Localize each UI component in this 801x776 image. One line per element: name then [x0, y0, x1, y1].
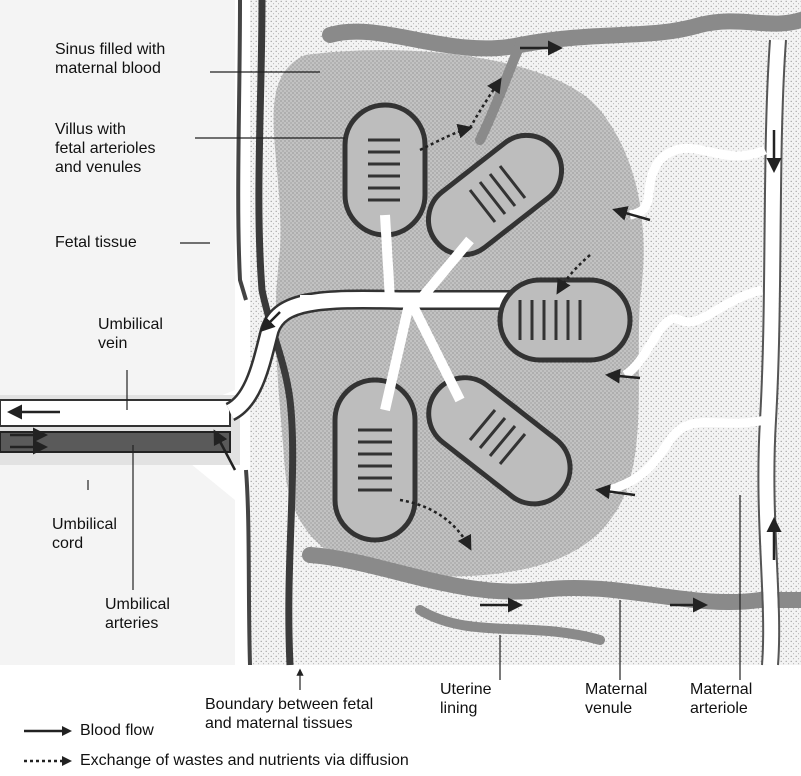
label-umbilical-vein: Umbilical vein: [98, 315, 163, 353]
villus-lobe-bottom: [335, 380, 415, 540]
diffusion-arrow-icon: [22, 754, 74, 768]
boundary-wall-inner: [238, 0, 246, 300]
fetal-tissue-lower: [0, 455, 235, 665]
label-sinus: Sinus filled with maternal blood: [55, 40, 165, 78]
legend-exchange-label: Exchange of wastes and nutrients via dif…: [80, 752, 409, 770]
boundary-wall-lower: [246, 470, 250, 665]
blood-flow-arrow-icon: [22, 724, 74, 738]
label-umbilical-arteries: Umbilical arteries: [105, 595, 170, 633]
legend-exchange: Exchange of wastes and nutrients via dif…: [22, 752, 409, 770]
label-boundary: Boundary between fetal and maternal tiss…: [205, 695, 373, 733]
label-maternal-venule: Maternal venule: [585, 680, 647, 718]
label-umbilical-cord: Umbilical cord: [52, 515, 117, 553]
legend-blood-flow-label: Blood flow: [80, 722, 154, 740]
maternal-arteriole-vessel: [766, 40, 778, 665]
label-villus: Villus with fetal arterioles and venules: [55, 120, 156, 177]
label-fetal-tissue: Fetal tissue: [55, 233, 137, 252]
label-uterine-lining: Uterine lining: [440, 680, 492, 718]
label-maternal-arteriole: Maternal arteriole: [690, 680, 752, 718]
legend-blood-flow: Blood flow: [22, 722, 154, 740]
